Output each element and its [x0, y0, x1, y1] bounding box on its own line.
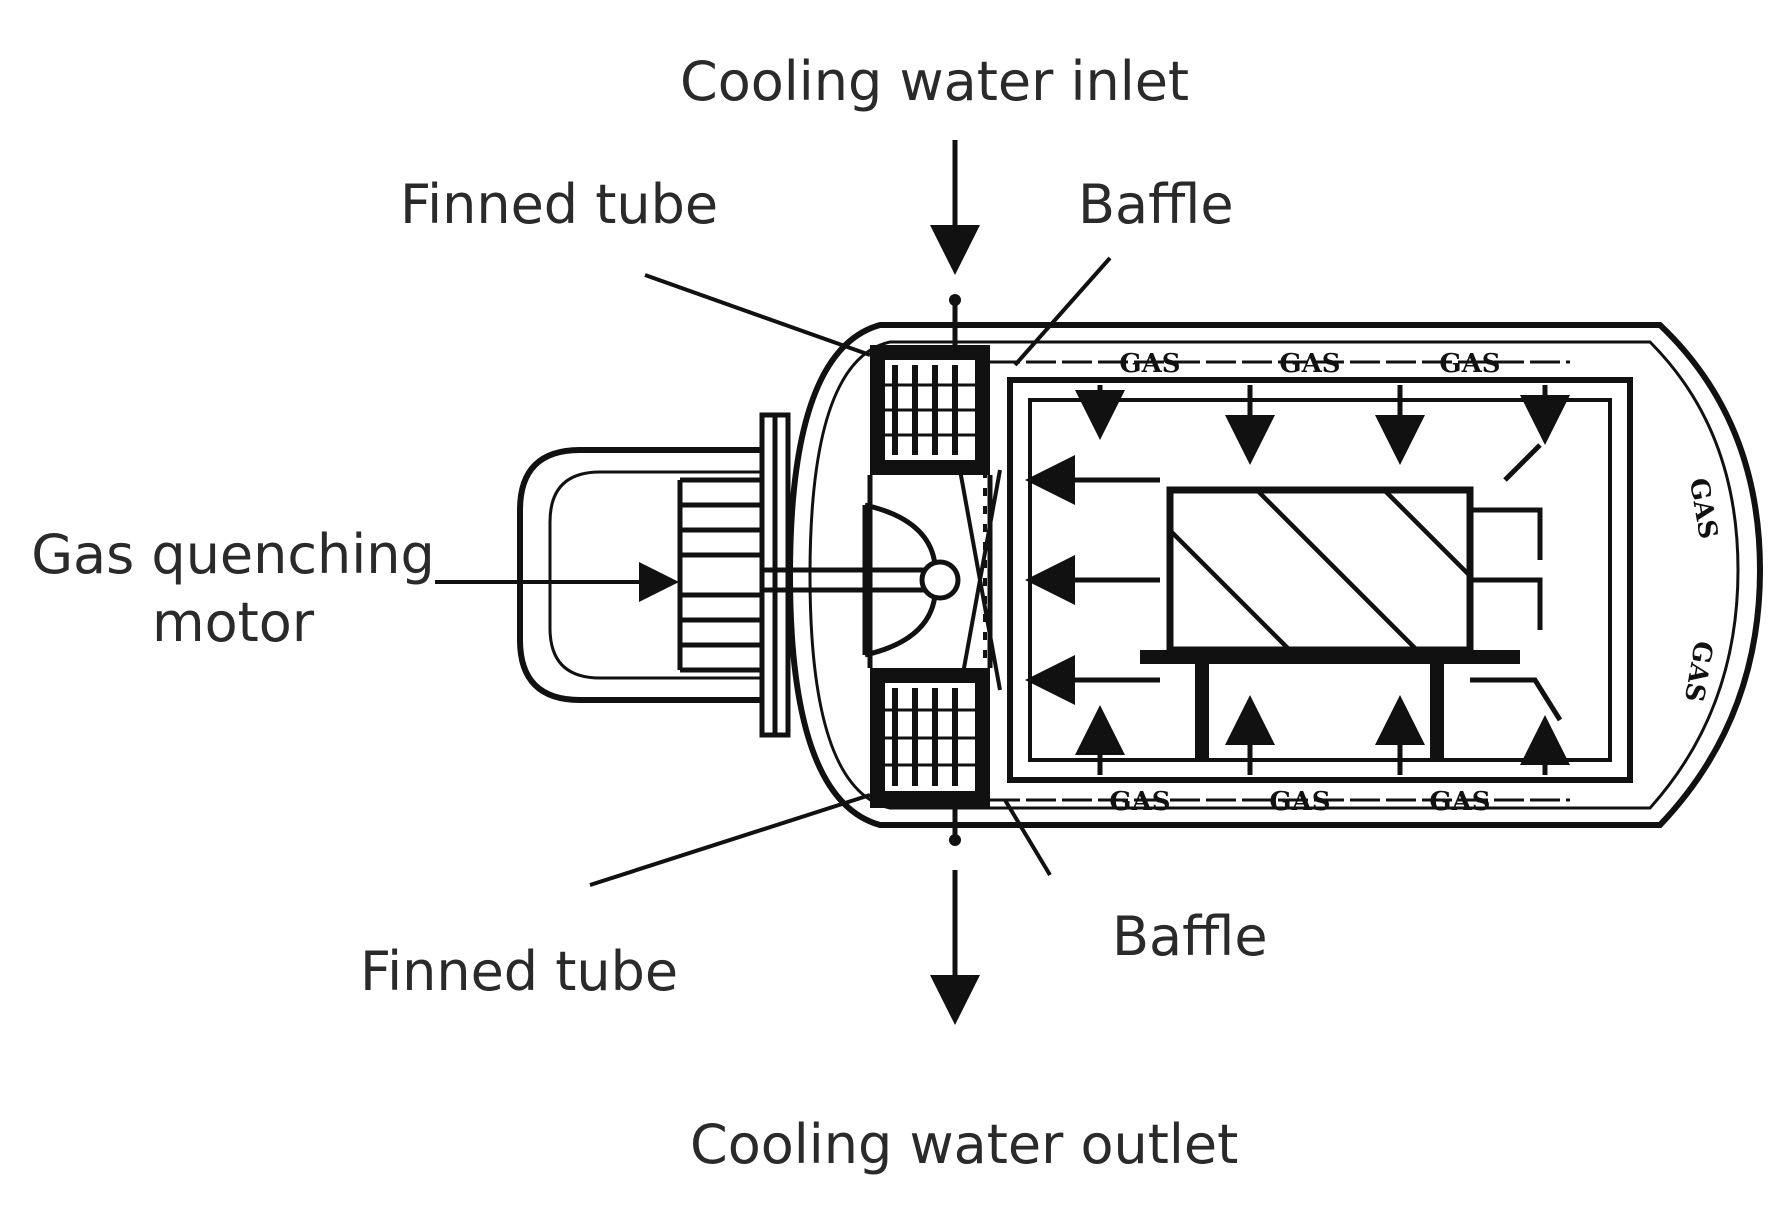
gas-path-right: GAS GAS [1678, 476, 1723, 704]
label-finned-tube-bottom: Finned tube [360, 940, 679, 1003]
gas-label-right-2: GAS [1678, 639, 1718, 704]
gas-path-bottom: GAS GAS GAS [990, 787, 1570, 817]
leader-lines [435, 256, 1112, 887]
gas-flow-arrows-top [1075, 385, 1570, 465]
label-gas-quenching-motor-line2: motor [151, 591, 315, 654]
outer-shell [786, 322, 1764, 828]
motor-cooling-fins [677, 477, 762, 673]
flange [759, 412, 791, 738]
gas-label-bottom-3: GAS [1429, 787, 1490, 817]
exchanger-header [867, 475, 993, 668]
fan-blades [958, 469, 1002, 691]
label-cooling-water-outlet: Cooling water outlet [690, 1113, 1239, 1176]
cooling-water-inlet-arrow [930, 140, 980, 345]
label-finned-tube-top: Finned tube [400, 173, 719, 236]
hearth-support [1140, 650, 1520, 759]
top-heat-exchanger [870, 345, 990, 475]
workload [1166, 486, 1474, 654]
gas-label-top-1: GAS [1119, 349, 1180, 379]
gas-flow-arrows-bottom [1075, 695, 1570, 775]
label-baffle-top: Baffle [1078, 173, 1234, 236]
gas-flow-right [1470, 443, 1563, 722]
gas-label-top-2: GAS [1279, 349, 1340, 379]
bottom-heat-exchanger [870, 668, 990, 808]
gas-flow-arrows-left [1025, 455, 1160, 705]
label-gas-quenching-motor-line1: Gas quenching [31, 523, 435, 586]
label-gas-quenching-motor: Gas quenching motor [28, 528, 438, 650]
gas-label-right-1: GAS [1683, 476, 1723, 541]
gas-label-top-3: GAS [1439, 349, 1500, 379]
label-cooling-water-inlet: Cooling water inlet [680, 50, 1190, 113]
gas-label-bottom-2: GAS [1269, 787, 1330, 817]
motor-housing [517, 447, 762, 703]
label-baffle-bottom: Baffle [1112, 905, 1268, 968]
motor-shaft [762, 502, 961, 658]
cooling-water-outlet-arrow [930, 808, 980, 1025]
gas-path-top: GAS GAS GAS [990, 349, 1570, 379]
gas-label-bottom-1: GAS [1109, 787, 1170, 817]
